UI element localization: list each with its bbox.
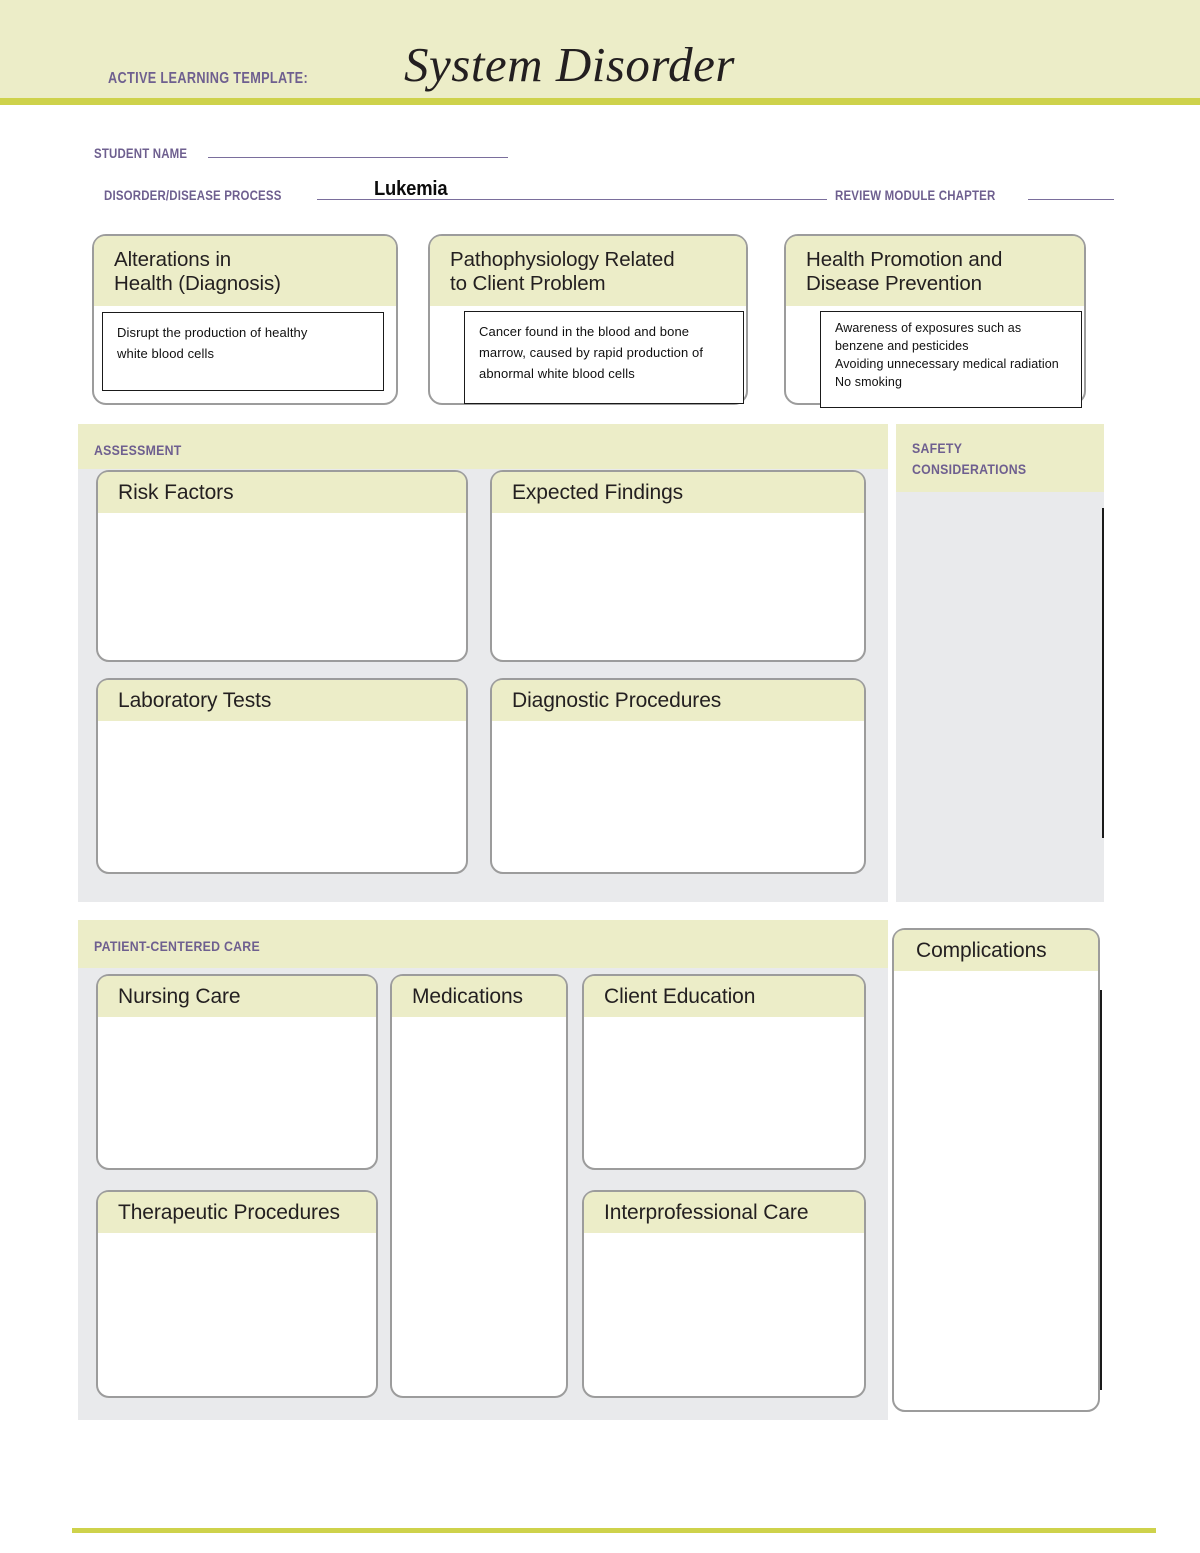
pathophysiology-answer-line: marrow, caused by rapid production of <box>479 345 704 361</box>
box-complications[interactable]: Complications <box>892 928 1100 1412</box>
box-laboratory-tests[interactable]: Laboratory Tests <box>96 678 468 874</box>
review-module-input[interactable] <box>1027 186 1114 200</box>
box-medications-title: Medications <box>392 976 566 1017</box>
card-health-promotion-title: Health Promotion and Disease Prevention <box>786 236 1084 307</box>
box-risk-factors-title: Risk Factors <box>98 472 466 513</box>
alterations-answer-line: white blood cells <box>117 346 215 362</box>
health-promotion-answer-line: Avoiding unnecessary medical radiation <box>835 357 1059 372</box>
box-complications-title: Complications <box>894 930 1098 971</box>
box-medications[interactable]: Medications <box>390 974 568 1398</box>
health-promotion-answer-line: Awareness of exposures such as <box>835 321 1022 335</box>
alterations-answer-textbox[interactable]: Disrupt the production of healthy white … <box>102 312 384 391</box>
box-therapeutic-procedures[interactable]: Therapeutic Procedures <box>96 1190 378 1398</box>
box-interprofessional-care-title: Interprofessional Care <box>584 1192 864 1233</box>
disorder-label: DISORDER/DISEASE PROCESS <box>104 188 282 203</box>
box-diagnostic-procedures[interactable]: Diagnostic Procedures <box>490 678 866 874</box>
card-alterations-title-line2: Health (Diagnosis) <box>114 272 281 296</box>
disorder-field-row: DISORDER/DISEASE PROCESS REVIEW MODULE CH… <box>104 186 1114 203</box>
student-name-input[interactable] <box>207 144 508 158</box>
pathophysiology-answer-line: Cancer found in the blood and bone <box>479 324 690 339</box>
pcc-section-label: PATIENT-CENTERED CARE <box>94 938 260 954</box>
safety-section-label-line1: SAFETY <box>912 440 963 456</box>
page-title: System Disorder <box>404 37 735 92</box>
card-alterations-title: Alterations in Health (Diagnosis) <box>94 236 396 307</box>
review-module-label: REVIEW MODULE CHAPTER <box>834 188 996 203</box>
box-nursing-care-title: Nursing Care <box>98 976 376 1017</box>
health-promotion-answer-textbox[interactable]: Awareness of exposures such as benzene a… <box>820 311 1082 408</box>
box-nursing-care[interactable]: Nursing Care <box>96 974 378 1170</box>
student-name-label: STUDENT NAME <box>94 146 188 161</box>
student-name-field-row: STUDENT NAME <box>94 144 508 161</box>
box-client-education-title: Client Education <box>584 976 864 1017</box>
disorder-value-text: Lukemia <box>374 178 448 200</box>
header-band <box>0 0 1200 98</box>
health-promotion-answer-line: benzene and pesticides <box>835 339 969 354</box>
assessment-section-header: ASSESSMENT <box>78 424 888 469</box>
box-expected-findings[interactable]: Expected Findings <box>490 470 866 662</box>
alterations-answer-line: Disrupt the production of healthy <box>117 325 308 340</box>
box-laboratory-tests-title: Laboratory Tests <box>98 680 466 721</box>
card-alterations-title-line1: Alterations in <box>114 248 232 271</box>
card-pathophysiology-title: Pathophysiology Related to Client Proble… <box>430 236 746 307</box>
template-eyebrow-text: ACTIVE LEARNING TEMPLATE: <box>108 70 309 87</box>
card-pathophysiology-title-line1: Pathophysiology Related <box>450 248 675 271</box>
assessment-section-label: ASSESSMENT <box>94 442 182 458</box>
pcc-section-header: PATIENT-CENTERED CARE <box>78 920 888 968</box>
safety-section-label-line2: CONSIDERATIONS <box>912 461 1027 477</box>
complications-answer-textbox-edge[interactable] <box>1100 990 1102 1390</box>
card-health-promotion-title-line2: Disease Prevention <box>806 272 982 296</box>
box-client-education[interactable]: Client Education <box>582 974 866 1170</box>
pathophysiology-answer-line: abnormal white blood cells <box>479 366 635 382</box>
box-risk-factors[interactable]: Risk Factors <box>96 470 468 662</box>
pathophysiology-answer-textbox[interactable]: Cancer found in the blood and bone marro… <box>464 311 744 404</box>
box-interprofessional-care[interactable]: Interprofessional Care <box>582 1190 866 1398</box>
disorder-input[interactable] <box>316 186 827 200</box>
box-diagnostic-procedures-title: Diagnostic Procedures <box>492 680 864 721</box>
footer-accent-rule <box>72 1528 1156 1533</box>
template-eyebrow-label: ACTIVE LEARNING TEMPLATE: <box>108 70 308 88</box>
box-expected-findings-title: Expected Findings <box>492 472 864 513</box>
safety-answer-textbox-edge[interactable] <box>1102 508 1104 838</box>
safety-considerations-panel: SAFETY CONSIDERATIONS <box>896 424 1104 902</box>
safety-section-header: SAFETY CONSIDERATIONS <box>896 424 1104 492</box>
header-accent-rule <box>0 98 1200 105</box>
card-health-promotion-title-line1: Health Promotion and <box>806 248 1003 271</box>
health-promotion-answer-line: No smoking <box>835 375 902 390</box>
box-therapeutic-procedures-title: Therapeutic Procedures <box>98 1192 376 1233</box>
card-pathophysiology-title-line2: to Client Problem <box>450 272 606 296</box>
